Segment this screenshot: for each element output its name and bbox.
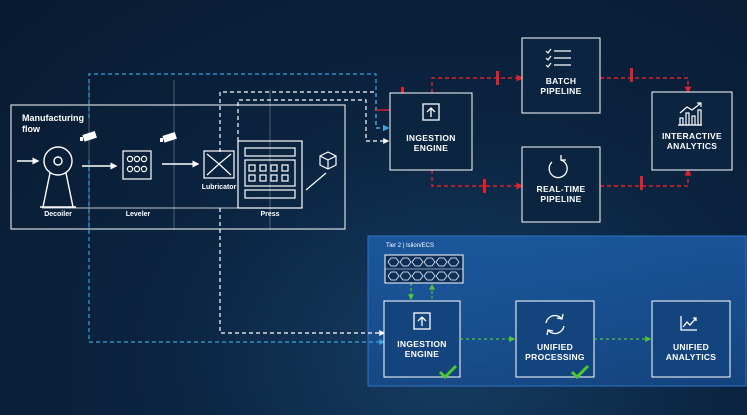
bottleneck-marker bbox=[483, 179, 486, 193]
ingestion-engine-label-top: INGESTION ENGINE bbox=[406, 133, 456, 154]
manufacturing-frame bbox=[10, 104, 346, 230]
realtime-pipeline-label: REAL-TIME PIPELINE bbox=[536, 184, 586, 205]
cube-icon bbox=[305, 151, 337, 191]
lubricator-to-ingestion-top bbox=[219, 91, 390, 152]
bottleneck-marker bbox=[640, 176, 643, 190]
sync-arrows-icon bbox=[545, 313, 565, 336]
ingestion-engine-label-bottom: INGESTION ENGINE bbox=[397, 339, 447, 360]
sensor-to-ingestion-bottom bbox=[88, 160, 386, 345]
line-chart-icon bbox=[680, 316, 697, 331]
interactive-analytics-label: INTERACTIVE ANALYTICS bbox=[662, 131, 722, 152]
realtime-to-interactive-line bbox=[600, 168, 692, 187]
ingestion-engine-box-bottom bbox=[383, 300, 461, 378]
ingest-to-realtime-line bbox=[431, 170, 524, 190]
unified-analytics-label: UNIFIED ANALYTICS bbox=[665, 342, 717, 363]
checklist-icon bbox=[545, 48, 571, 68]
bottleneck-marker bbox=[496, 71, 499, 85]
press-icon bbox=[237, 140, 303, 209]
press-to-ingestion-top bbox=[237, 99, 390, 144]
ingestion-engine-box-top bbox=[389, 92, 473, 171]
manufacturing-flow-title: Manufacturing flow bbox=[22, 113, 84, 134]
bar-chart-icon bbox=[678, 102, 702, 126]
check-icon bbox=[438, 364, 458, 380]
check-icon bbox=[570, 364, 590, 380]
leveler-icon bbox=[122, 150, 152, 180]
interactive-analytics-box bbox=[651, 91, 733, 171]
clock-icon bbox=[548, 155, 568, 179]
lubricator-icon bbox=[203, 150, 235, 179]
station-label-press: Press bbox=[260, 211, 280, 218]
decoiler-icon bbox=[40, 146, 76, 208]
batch-pipeline-label: BATCH PIPELINE bbox=[540, 76, 582, 97]
unified-processing-box bbox=[515, 300, 595, 378]
storage-tier-icon bbox=[384, 254, 464, 284]
bottleneck-marker bbox=[630, 68, 633, 82]
batch-pipeline-box bbox=[521, 37, 601, 114]
ingest-to-batch-line bbox=[431, 74, 524, 93]
upload-arrow-icon bbox=[422, 103, 440, 121]
unified-analytics-box bbox=[651, 300, 731, 378]
station-label-leveler: Leveler bbox=[125, 211, 151, 218]
station-label-lubricator: Lubricator bbox=[201, 184, 237, 191]
sensor-to-ingestion-top bbox=[88, 73, 390, 131]
camera-icon bbox=[80, 130, 177, 143]
press-to-ingestion-bottom bbox=[219, 208, 386, 336]
batch-to-interactive-line bbox=[600, 77, 692, 94]
tier-label: Tier 2 | Isilon/ECS bbox=[386, 243, 435, 249]
upload-arrow-icon bbox=[413, 312, 431, 330]
station-label-decoiler: Decoiler bbox=[44, 211, 72, 218]
unified-processing-label: UNIFIED PROCESSING bbox=[525, 342, 585, 363]
